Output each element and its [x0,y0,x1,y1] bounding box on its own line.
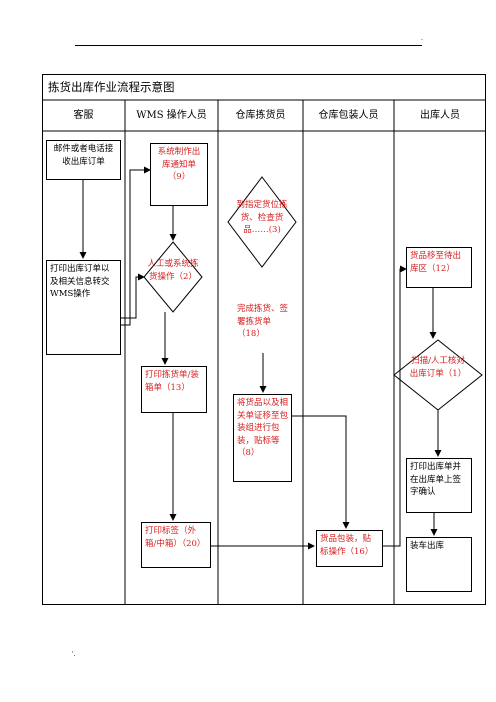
node-print-outbound-sheet: 打印出库单并在出库单上签字确认 [406,458,472,513]
node-transfer-to-packing: 将货品以及相关单证移至包装组进行包装，贴标等（8） [233,394,292,482]
diagram-frame [42,74,486,605]
top-dot: . [421,35,423,42]
lane-header-outbound: 出库人员 [420,110,460,121]
lane-header-picker: 仓库拣货员 [235,110,286,121]
node-scan-check-text: 扫描/人工核对出库订单（1） [409,356,467,379]
top-rule [75,45,422,46]
node-manual-pick-text: 人工或系统拣货操作（2） [147,259,199,282]
node-print-label: 打印标签（外箱/中箱）（20） [141,522,211,568]
node-load-truck: 装车出库 [406,537,472,592]
bottom-dot: '. [72,651,76,658]
node-finish-pick: 完成拣货、签署拣货单（18） [233,300,294,353]
decision-goto-location [227,176,297,268]
node-pack-and-label: 货品包装，贴标操作（16） [316,530,383,567]
node-goto-location-text: 到指定货位拣货、检查货品……(3) [236,200,288,235]
node-print-pick-list: 打印拣货单/装箱单（13） [141,366,207,413]
node-receive-order: 邮件或者电话接收出库订单 [46,140,121,180]
node-move-to-outbound-area: 货品移至待出库区（12） [406,247,472,288]
lane-header-wms-operator: WMS 操作人员 [136,110,207,121]
lane-header-customer-service: 客服 [73,110,94,121]
node-make-notice: 系统制作出库通知单（9） [150,143,208,206]
diagram-title: 拣货出库作业流程示意图 [48,80,175,94]
decision-manual-pick [143,241,203,313]
node-print-order: 打印出库订单以及相关信息转交WMS操作 [46,260,121,355]
lane-header-packer: 仓库包装人员 [318,110,379,121]
